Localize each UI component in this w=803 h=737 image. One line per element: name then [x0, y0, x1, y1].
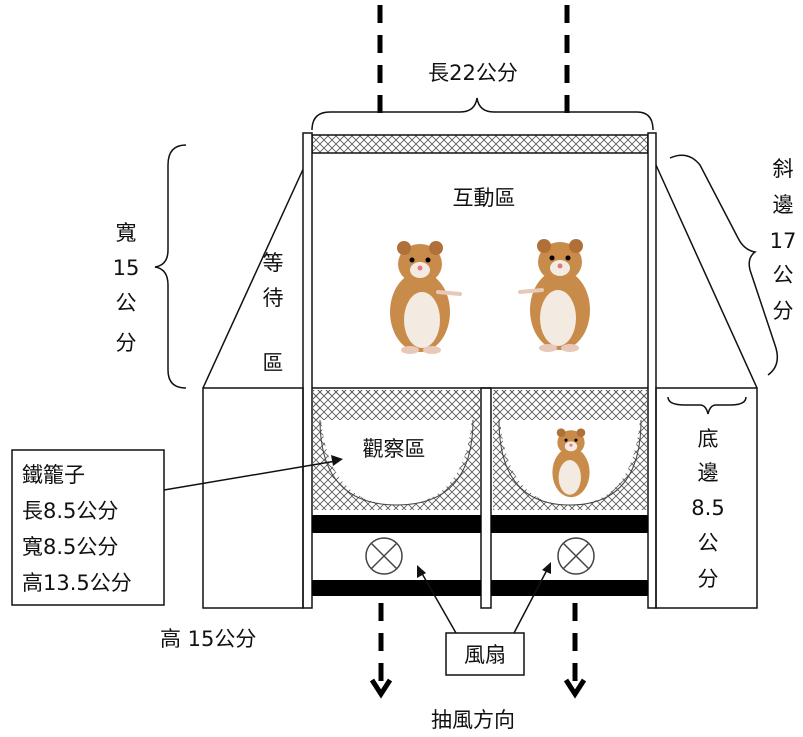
post-left [302, 132, 313, 609]
bottom-dim-4: 公 [698, 531, 719, 555]
hamster-right-icon [518, 239, 590, 352]
bar-upper-left [312, 515, 481, 533]
fan-label: 風扇 [464, 643, 506, 667]
observation-zone-label: 觀察區 [363, 437, 426, 461]
width-dim-1: 寬 [116, 221, 137, 245]
cage-pointer-arrowhead [331, 455, 343, 466]
width-dim-3: 公 [116, 291, 137, 315]
cage-pointer-line [163, 460, 337, 491]
bottom-brace [667, 396, 747, 415]
slant-dim-1: 斜 [773, 157, 794, 181]
cage-spec-line-1: 鐵籠子 [22, 463, 85, 487]
fan-pointer-left-head [417, 565, 426, 578]
post-middle [480, 387, 492, 609]
bar-upper-right [491, 515, 648, 533]
width-dim-2: 15 [113, 256, 140, 280]
left-lower-box [202, 387, 304, 609]
top-brace [311, 97, 654, 131]
bottom-dim-5: 分 [698, 567, 719, 591]
observation-cage-right [493, 390, 647, 510]
airflow-arrow-right [563, 678, 587, 699]
mesh-top [311, 134, 649, 154]
hamster-left-icon [390, 241, 462, 354]
cage-spec-line-3: 寬8.5公分 [22, 535, 118, 559]
top-dimension-label: 長22公分 [428, 61, 518, 85]
fan-right-icon [557, 537, 595, 575]
waiting-zone-label-2: 待 [263, 286, 284, 310]
slant-dim-4: 公 [773, 263, 794, 287]
cage-spec-line-2: 長8.5公分 [22, 499, 118, 523]
fan-left-icon [365, 537, 403, 575]
width-dim-4: 分 [116, 331, 137, 355]
slant-brace [669, 154, 779, 376]
slant-dim-3: 17 [770, 229, 797, 253]
fan-pointer-right [513, 567, 549, 634]
fan-pointer-right-head [542, 562, 551, 574]
right-slant-wall [655, 164, 758, 389]
hamster-observation-icon [552, 428, 590, 498]
airflow-arrow-left [369, 678, 393, 699]
bottom-dim-1: 底 [698, 427, 719, 451]
left-slant-wall [202, 164, 306, 389]
observation-cage-left [313, 390, 480, 510]
bottom-dim-2: 邊 [698, 461, 719, 485]
cage-spec-box [11, 449, 165, 606]
interaction-zone-label: 互動區 [453, 186, 516, 210]
slant-dim-5: 分 [773, 299, 794, 323]
fan-label-box [445, 632, 525, 676]
fan-pointer-left [419, 569, 457, 634]
cage-spec-line-4: 高13.5公分 [22, 571, 132, 595]
left-brace [154, 144, 187, 389]
bottom-dim-3: 8.5 [691, 496, 724, 520]
airflow-direction-label: 抽風方向 [431, 708, 515, 732]
bar-lower-left [312, 580, 481, 596]
right-lower-box [655, 387, 758, 609]
waiting-zone-label-3: 區 [263, 351, 284, 375]
slant-dim-2: 邊 [773, 193, 794, 217]
bar-lower-right [491, 580, 648, 596]
post-right [647, 132, 657, 609]
height-dimension-label: 高 15公分 [160, 627, 256, 651]
waiting-zone-label-1: 等 [263, 251, 284, 275]
